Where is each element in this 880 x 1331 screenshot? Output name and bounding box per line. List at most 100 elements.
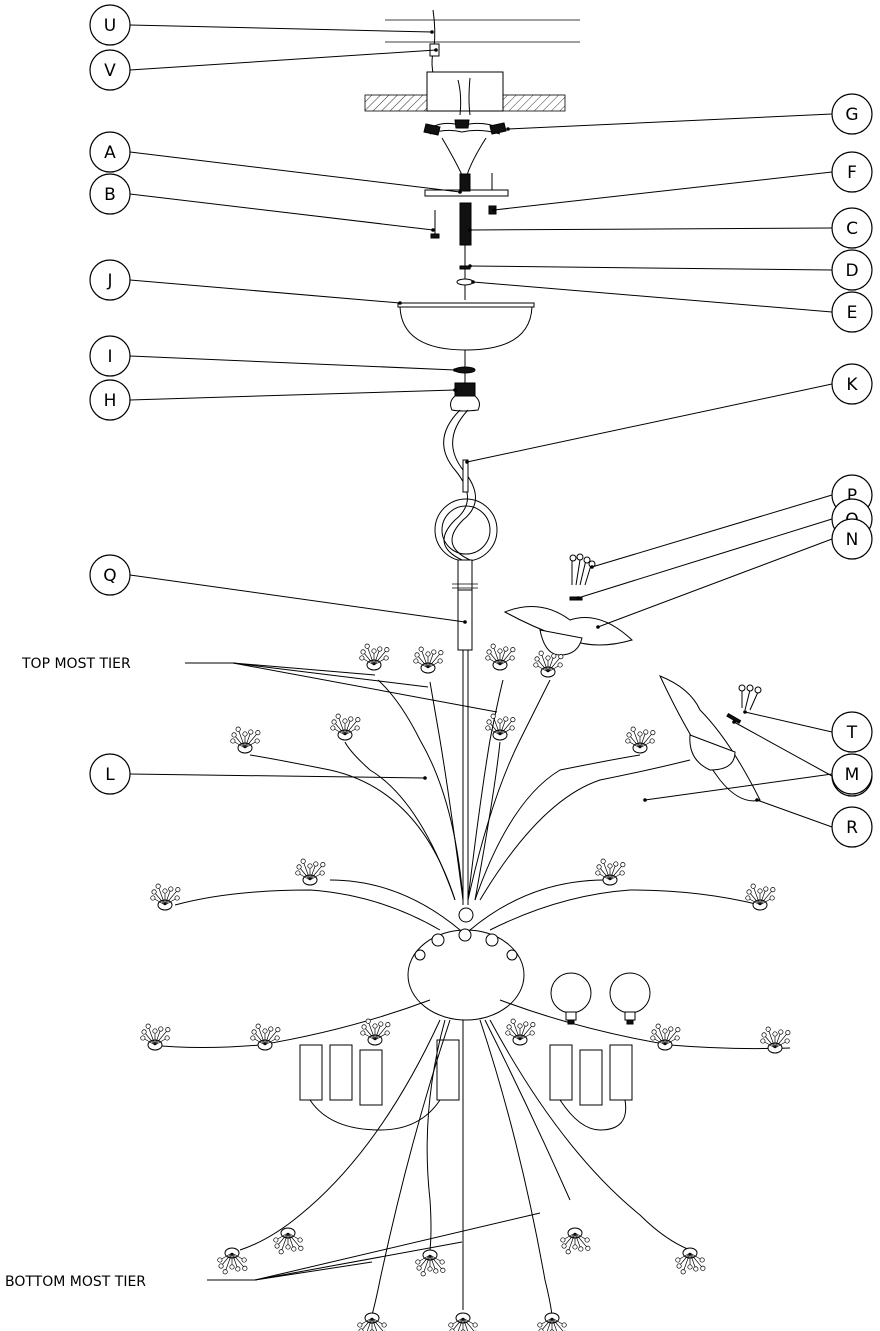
callout-circle <box>831 93 873 135</box>
bottom-tier-label: BOTTOM MOST TIER <box>5 1274 146 1290</box>
callout-t: T <box>831 711 873 753</box>
leader-tip-l <box>423 776 427 780</box>
callout-letter: K <box>846 375 858 395</box>
leader-tip-e <box>471 280 475 284</box>
callout-j: J <box>89 259 131 301</box>
leader-tip-k <box>465 460 469 464</box>
bulb-cluster <box>273 1227 304 1255</box>
leader-p <box>591 494 833 568</box>
callout-letter: F <box>847 163 857 183</box>
callout-circle <box>831 151 873 193</box>
callout-circle <box>89 259 131 301</box>
leader-k <box>466 383 833 463</box>
leader-tip-c <box>468 228 472 232</box>
callout-e: E <box>831 291 873 333</box>
leader-tip-v <box>434 48 438 52</box>
leader-tip-q <box>463 620 467 624</box>
callout-d: D <box>831 249 873 291</box>
callout-letter: L <box>105 765 115 785</box>
leader-tip-n <box>596 625 600 629</box>
leader-b <box>129 193 434 231</box>
callout-letter: V <box>104 61 116 81</box>
leader-r <box>756 799 833 828</box>
callout-h: H <box>89 379 131 421</box>
callout-letter: R <box>846 818 858 838</box>
callout-c: C <box>831 207 873 249</box>
callout-circle <box>831 249 873 291</box>
bulb-cluster <box>537 1312 567 1331</box>
leader-tip-u <box>430 30 434 34</box>
callout-b: B <box>89 173 131 215</box>
callout-n: N <box>831 518 873 560</box>
bulb-cluster <box>330 713 361 741</box>
callout-i: I <box>89 335 131 377</box>
callout-letter: C <box>846 219 858 239</box>
callout-letter: P <box>847 486 857 506</box>
leader-t <box>744 711 833 733</box>
leader-tip-d <box>468 264 472 268</box>
callout-letter: J <box>106 271 112 291</box>
callout-letter: T <box>846 723 858 743</box>
leader-tip-b <box>431 228 435 232</box>
leader-tip-t <box>743 710 747 714</box>
globe-bulbs <box>550 972 651 1025</box>
callout-g: G <box>831 93 873 135</box>
bulb-cluster <box>560 1227 591 1255</box>
callout-circle <box>831 753 873 795</box>
bulb-clusters <box>140 643 791 1331</box>
bulb-cluster <box>250 1023 281 1051</box>
leader-g <box>507 113 833 130</box>
callout-circle <box>831 291 873 333</box>
leader-tip-h <box>453 388 457 392</box>
leader-tip-i <box>453 368 457 372</box>
leader-tip-m <box>643 798 647 802</box>
bulb-cluster <box>360 1018 391 1046</box>
bulb-cluster <box>357 1312 387 1331</box>
callout-circle <box>831 207 873 249</box>
callout-circle <box>89 49 131 91</box>
callout-circle <box>89 335 131 377</box>
callout-leader-lines <box>129 24 833 828</box>
bulb-cluster <box>533 650 564 678</box>
bulb-cluster <box>140 1023 171 1051</box>
wire-nut-mid <box>454 119 470 129</box>
tier-labels: TOP MOST TIER BOTTOM MOST TIER <box>5 656 541 1290</box>
callout-letter: N <box>846 530 859 550</box>
leader-tip-j <box>398 301 402 305</box>
bulb-cluster <box>595 858 626 886</box>
callout-letter: G <box>845 105 858 125</box>
top-tier-label: TOP MOST TIER <box>21 656 131 672</box>
callout-k: K <box>831 363 873 405</box>
bulb-cluster <box>650 1023 681 1051</box>
part-p-bulb-cluster <box>569 553 596 586</box>
callout-letter: I <box>107 347 112 367</box>
callout-letter: B <box>104 185 116 205</box>
leader-c <box>469 227 833 231</box>
leader-l <box>129 773 426 779</box>
wire-nut-left <box>423 123 441 136</box>
leader-i <box>129 355 456 371</box>
callout-circle <box>831 518 873 560</box>
bulb-cluster <box>505 1018 536 1046</box>
leader-tip-a <box>458 190 462 194</box>
callout-circle <box>831 806 873 848</box>
callout-labels: UVGAFBCDJEIKHPONQTSRLM <box>89 4 873 848</box>
leader-tip-o <box>576 596 580 600</box>
bulb-cluster <box>675 1247 706 1275</box>
part-t-bulb-cluster <box>738 684 762 711</box>
bulb-cluster <box>217 1247 248 1275</box>
callout-v: V <box>89 49 131 91</box>
leader-m <box>644 773 833 801</box>
leader-f <box>493 171 833 211</box>
callout-u: U <box>89 4 131 46</box>
leader-u <box>129 24 433 33</box>
bulb-cluster <box>230 726 261 754</box>
callout-circle <box>89 554 131 596</box>
bulb-cluster <box>625 726 656 754</box>
callout-letter: U <box>104 16 116 36</box>
body-collars <box>414 907 518 961</box>
bulb-cluster <box>413 646 444 674</box>
bulb-cluster <box>295 858 326 886</box>
callout-l: L <box>89 753 131 795</box>
